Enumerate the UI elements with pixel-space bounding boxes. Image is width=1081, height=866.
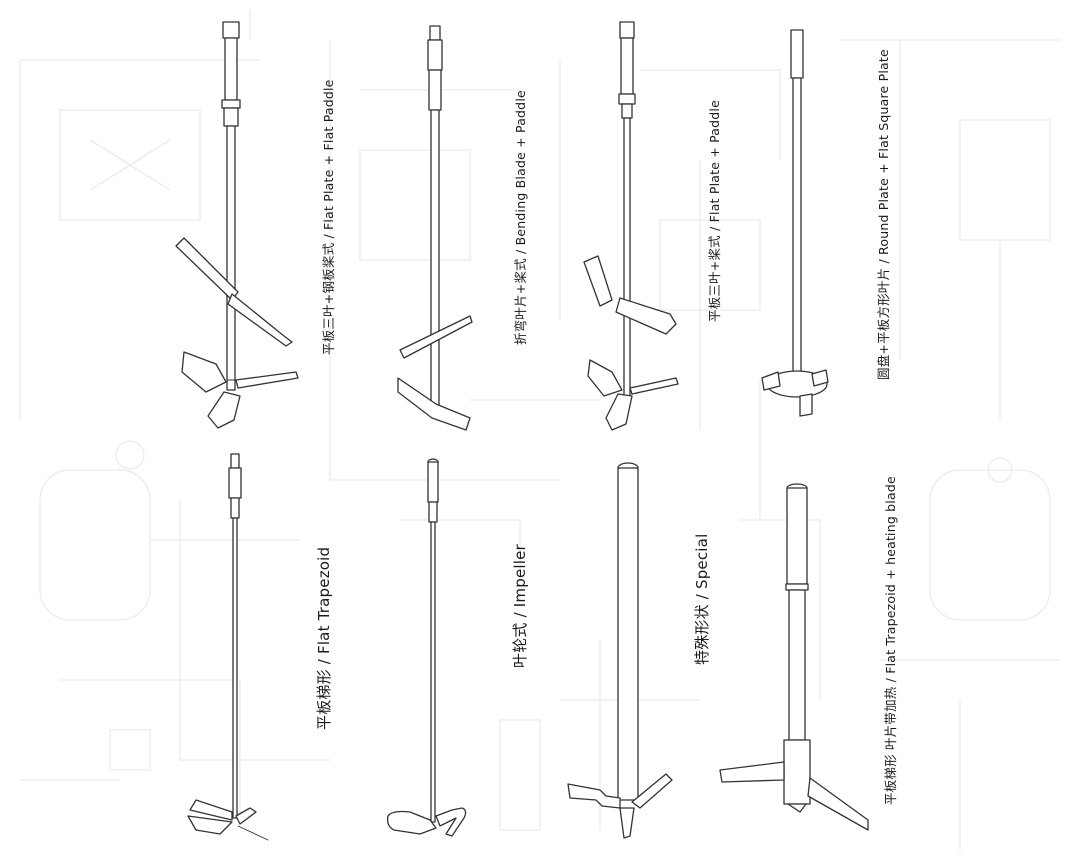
agitator-flat-plate-flat-paddle (175, 21, 299, 429)
label-special: 特殊形状 / Special (693, 533, 711, 665)
agitator-flat-plate-paddle (583, 21, 679, 431)
agitator-flat-trapezoid-heating (719, 483, 869, 831)
agitator-special (567, 462, 673, 839)
agitator-round-plate-square-plate (761, 29, 829, 417)
label-round-plate-square-plate: 圆盘+平板方形叶片 / Round Plate + Flat Square Pl… (876, 49, 891, 380)
label-impeller: 叶轮式 / Impeller (511, 544, 529, 668)
agitator-bending-blade-paddle (397, 25, 473, 431)
agitator-impeller (386, 458, 467, 837)
label-flat-trapezoid-heating: 平板梯形 叶片带加热 / Flat Trapezoid + heating bl… (883, 476, 898, 805)
agitator-flat-trapezoid (187, 453, 269, 841)
label-bending-blade-paddle: 折弯叶片+桨式 / Bending Blade + Paddle (513, 90, 528, 345)
label-flat-trapezoid: 平板梯形 / Flat Trapezoid (315, 546, 333, 730)
label-flat-plate-flat-paddle: 平板三叶+钢板桨式 / Flat Plate + Flat Paddle (321, 79, 336, 355)
label-flat-plate-paddle: 平板三叶+桨式 / Flat Plate + Paddle (707, 100, 722, 322)
